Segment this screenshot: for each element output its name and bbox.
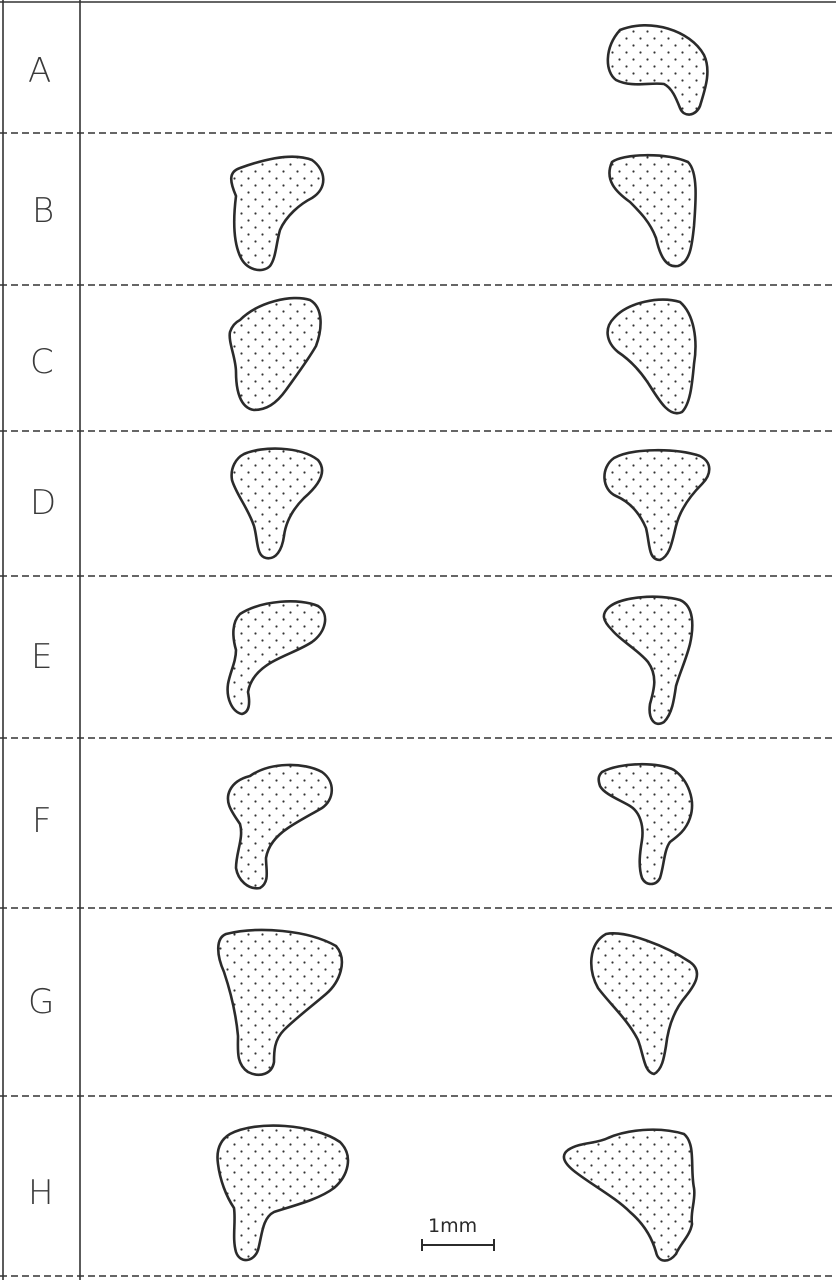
row-label-h: H — [28, 1173, 54, 1213]
row-label-c: C — [30, 342, 54, 382]
row-label-d: D — [30, 483, 56, 523]
specimen-outline-h-right — [564, 1130, 694, 1261]
specimen-outline-g-right — [591, 933, 697, 1074]
specimen-outline-c-right — [608, 300, 696, 414]
scale-bar-label: 1mm — [428, 1215, 477, 1237]
row-label-a: A — [28, 51, 51, 91]
row-label-b: B — [32, 191, 54, 231]
specimen-outline-a-right — [608, 25, 708, 114]
specimen-outline-e-right — [604, 597, 692, 724]
specimen-outline-f-right — [599, 764, 692, 884]
specimen-outline-b-right — [609, 155, 695, 266]
specimen-outline-d-left — [232, 449, 322, 559]
specimen-outline-f-left — [228, 765, 332, 888]
specimen-outline-h-left — [218, 1126, 348, 1260]
row-label-g: G — [28, 982, 54, 1022]
specimen-outline-c-left — [230, 298, 321, 410]
specimen-outline-e-left — [228, 601, 325, 714]
specimen-outline-g-left — [218, 930, 342, 1075]
specimen-outline-d-right — [604, 450, 709, 560]
row-label-f: F — [32, 801, 52, 841]
specimen-outline-b-left — [231, 157, 323, 270]
row-label-e: E — [31, 637, 52, 677]
